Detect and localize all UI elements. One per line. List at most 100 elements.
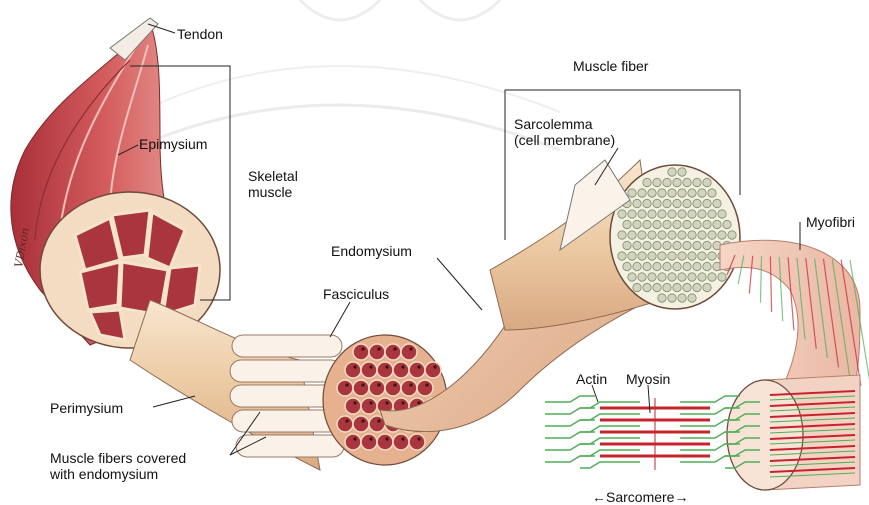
- myofibril-dot: [678, 294, 686, 302]
- muscle-fibers-covered-text: Muscle fibers covered with endomysium: [50, 450, 186, 482]
- myofibril-dot: [643, 199, 651, 207]
- nucleus-dot: [385, 437, 388, 440]
- myofibril-dot: [683, 283, 691, 291]
- myofibril-dot: [628, 252, 636, 260]
- myofibril-dot: [633, 283, 641, 291]
- myofibril-dot: [693, 283, 701, 291]
- sarcolemma-text: Sarcolemma (cell membrane): [514, 116, 615, 148]
- myofibril-dot: [668, 294, 676, 302]
- skeletal-muscle-label: Skeletal muscle: [248, 168, 298, 200]
- myofibril-dot: [643, 283, 651, 291]
- myofibril-dot: [708, 252, 716, 260]
- myofibril-dot: [643, 262, 651, 270]
- myofibril-dot: [658, 294, 666, 302]
- actin-label: Actin: [576, 371, 607, 387]
- myofibril-dot: [718, 273, 726, 281]
- myofibril-dot: [693, 262, 701, 270]
- nucleus-dot: [377, 419, 380, 422]
- nucleus-dot: [361, 419, 364, 422]
- myofibril-dot: [698, 252, 706, 260]
- sarcomere-label: ←Sarcomere→: [592, 489, 688, 505]
- myofibril-dot: [628, 231, 636, 239]
- fiber-section: [425, 362, 441, 378]
- myofibril-dot: [623, 241, 631, 249]
- myofibril-dot: [668, 231, 676, 239]
- myofibril-dot: [653, 220, 661, 228]
- nucleus-dot: [369, 401, 372, 404]
- nucleus-dot: [409, 347, 412, 350]
- myofibril-dot: [708, 231, 716, 239]
- fiber-section: [361, 362, 377, 378]
- nucleus-dot: [377, 347, 380, 350]
- myofibril-dot: [703, 262, 711, 270]
- myofibril-dot: [708, 189, 716, 197]
- myofibril-dot: [623, 262, 631, 270]
- myofibril-dot: [678, 273, 686, 281]
- fiber-section: [369, 380, 385, 396]
- myofibril-dot: [623, 220, 631, 228]
- myofibril-dot: [703, 199, 711, 207]
- fiber-section: [409, 362, 425, 378]
- nucleus-dot: [369, 365, 372, 368]
- perimysium-leader: [153, 396, 195, 407]
- fiber-section: [353, 344, 369, 360]
- fiber-section: [417, 380, 433, 396]
- myofibril-dot: [653, 178, 661, 186]
- nucleus-dot: [353, 365, 356, 368]
- nucleus-dot: [417, 401, 420, 404]
- nucleus-dot: [361, 383, 364, 386]
- fasciculus-leader: [330, 302, 350, 337]
- myofibril-dot: [618, 231, 626, 239]
- myofibril-dot: [693, 241, 701, 249]
- actin-filament: [545, 408, 640, 420]
- myofibril-dot: [648, 210, 656, 218]
- myofibril-dot: [718, 231, 726, 239]
- fiber-section: [345, 362, 361, 378]
- myofibril-dot: [663, 220, 671, 228]
- myofibril-dot: [668, 210, 676, 218]
- myofibril-dot: [638, 210, 646, 218]
- myofibril-dot: [638, 231, 646, 239]
- myofibril-dot: [658, 231, 666, 239]
- myofibril-dot: [698, 231, 706, 239]
- myofibril-dot: [648, 252, 656, 260]
- myofibril-dot: [638, 252, 646, 260]
- myofibril-dot: [683, 199, 691, 207]
- myofibril-dot: [703, 178, 711, 186]
- myofibril-dot: [693, 178, 701, 186]
- myofibril-dot: [703, 241, 711, 249]
- myofibril-dot: [633, 220, 641, 228]
- actin-filament: [545, 456, 640, 468]
- actin-filament: [545, 444, 640, 456]
- myofibril-dot: [668, 273, 676, 281]
- myofibril-dot: [643, 241, 651, 249]
- myofibril-dot: [728, 231, 736, 239]
- actin-leader: [592, 385, 598, 402]
- myofibril-dot: [618, 210, 626, 218]
- myofibril-dot: [633, 241, 641, 249]
- myofibril-dot: [648, 189, 656, 197]
- endomysium-leader: [437, 258, 482, 310]
- myofibril-dot: [643, 220, 651, 228]
- fiber-section: [393, 362, 409, 378]
- fiber-section: [409, 434, 425, 450]
- fiber-section: [401, 344, 417, 360]
- myofibril-dot: [698, 189, 706, 197]
- myofibril-dot: [688, 273, 696, 281]
- myofibril-dot: [708, 210, 716, 218]
- myofibril-dot: [673, 262, 681, 270]
- nucleus-dot: [393, 347, 396, 350]
- actin-filament: [545, 396, 640, 408]
- myofibril-dot: [703, 283, 711, 291]
- myofibril-dot: [688, 231, 696, 239]
- fiber-section: [353, 416, 369, 432]
- myofibril-dot: [618, 252, 626, 260]
- perimysium-tube: [130, 300, 447, 470]
- myofibril-dot: [683, 262, 691, 270]
- fiber-section: [369, 344, 385, 360]
- fiber-section: [377, 362, 393, 378]
- myofibril-dot: [658, 273, 666, 281]
- fiber-section: [377, 434, 393, 450]
- myofibril-dot: [663, 178, 671, 186]
- fiber-section: [401, 380, 417, 396]
